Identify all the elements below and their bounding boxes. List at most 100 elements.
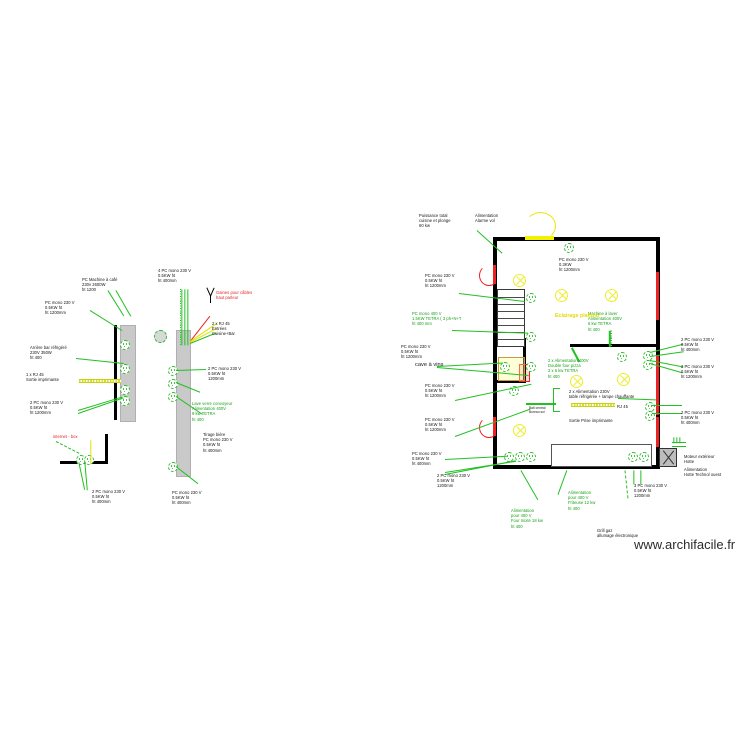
annotation-pc-mono-230-left-a: PC mono 230 V 0.5KW ht ht 1200mm [425,273,455,289]
annotation-bati-central: Bati central Bureau sol [529,406,546,415]
annotation-pc-mono-230-top-right: PC mono 230 V 0.3KW ht 1200mm [559,257,589,273]
interior-wall-cave [493,380,526,383]
bracket-symbol [553,388,560,412]
outlet-symbol [120,340,130,350]
outlet-symbol [628,452,638,462]
annotation-table-refrigeree: 2 x Alimentation 230V table réfrigérée +… [569,389,635,400]
annotation-pc-mono-230-left-b: PC mono 230 V 0.5KW ht ht 1200mm [401,344,431,360]
cable-feed [181,289,183,346]
outlet-symbol [526,452,536,462]
leader-line [652,413,682,414]
annotation-pc-mono-230-left-d: PC mono 230 V 0.5KW ht ht 1200mm [425,417,455,433]
annotation-gaines-haut-parleur: Gaines pour câbles haut parleur [216,290,253,301]
leader-line [89,310,123,331]
annotation-friteuse: Alimentation pour 400 V Friteuse 12 kw h… [568,490,596,511]
door-red-right-top [656,272,659,320]
door-red-right-bottom [656,417,659,447]
cable-coil-icon [154,330,167,343]
annotation-pc-mono-230-left-c: PC mono 230 V 0.5KW ht ht 1200mm [425,383,455,399]
annotation-eclairage-plafond: Eclairage plafond [555,313,600,319]
leader-line [84,462,88,491]
leader-line [476,230,503,254]
hood-feed-line [672,442,686,443]
hood-feed-line [672,446,686,447]
annotation-pc-mono-230-col-top: 4 PC mono 230 V 0.5KW ht ht 400mm [158,268,192,284]
outlet-symbol [639,452,649,462]
cable-feed [184,289,186,346]
hood-feed-line [673,437,675,444]
outlet-symbol [168,379,178,389]
leader-line [115,290,132,317]
cable-feed [180,289,182,345]
exterior-wall-left [493,237,497,469]
annotation-internet-box: internet - box [53,434,78,439]
exterior-wall-bottom [493,465,660,469]
bati-central-line [526,403,556,405]
outlet-symbol [526,293,536,303]
annotation-pc-mono-230-left-3: 2 PC mono 230 V 0.5KW ht ht 400mm [92,489,126,505]
rj45-cable-run [571,403,615,408]
annotation-pc-mono-230-bottom-right: 3 PC mono 230 V 0.5KW ht 1200mm [634,483,668,499]
outlet-symbol [617,352,627,362]
outlet-symbol [120,385,130,395]
outlet-symbol [526,362,536,372]
annotation-machine-a-laver: Machine à laver Alimentation 400V 6 kw T… [588,311,623,332]
gas-grill-line [624,470,629,499]
washer-feed-line [610,330,612,346]
annotation-grill-gaz: Grill gaz allumage électronique [597,528,639,539]
door-swing-arc [479,265,499,286]
leader-line [652,405,682,406]
annotation-rj45-entrees: 2 x RJ 45 Entrées Cuisine+Bar [212,321,235,337]
leader-line [557,470,568,495]
annotation-alimentation-alarme-vol: Alimentation Alarme vol [475,213,499,224]
hood-feed-line [676,437,678,444]
annotation-arriere-bar-refrigere: Arrière bar réfrigéré 230V 350W ht 400 [30,345,67,361]
hood-feed-line [679,437,681,444]
leader-line [90,440,92,465]
annotation-moteur-exterieur-hotte: Moteur extérieur Hotte [684,454,715,465]
annotation-four-mixte: Alimentation pour 400 V Four mixte 18 kw… [511,508,543,529]
annotation-pc-mono-230-bottom-left: 2 PC mono 230 V 0.5KW ht 1200mm [437,473,471,489]
annotation-pc-machine-cafe: PC Machine à café 230v 2600W ht 1200 [82,277,118,293]
outlet-symbol [515,452,525,462]
annotation-pc-mono-230-left-2: 2 PC mono 230 V 0.5KW ht ht 1200mm [30,400,64,416]
outlet-symbol [526,332,536,342]
annotation-pc-mono-230-right-c: 2 PC mono 230 V 0.5KW ht ht 400mm [681,410,715,426]
annotation-tirage-biere: Tirage bière PC mono 230 V 0.5KW ht ht 4… [203,432,233,453]
annotation-pc-mono-230-left-e: PC mono 230 V 0.5KW ht ht 400mm [412,451,442,467]
annotation-double-four-pizza: 2 x Alimentation 400V Double four pizza … [548,358,589,379]
exterior-wall-right [656,237,660,469]
annotation-cave-a-vins: cave à vins [415,362,444,368]
interior-wall-horizontal [570,344,660,347]
annotation-rj45-right: RJ 45 [617,404,628,409]
leader-line [107,290,125,316]
annotation-sortie-prise-imprimante: Sortie Prise imprimante [569,418,613,423]
outlet-symbol [500,362,510,372]
site-watermark: www.archifacile.fr [634,537,736,552]
outlet-symbol [168,366,178,376]
ceiling-light-icon [513,274,526,287]
kitchen-wall-slab [176,330,191,477]
leader-line [520,470,539,500]
washer-feed-line [609,330,611,347]
annotation-pc-mono-230-left-1: PC mono 230 V 0.5KW ht ht 1200mm [45,300,75,316]
annotation-pc-mono-230-right-a: 2 PC mono 230 V 0.5KW ht ht 400mm [681,337,715,353]
outlet-symbol [564,243,574,253]
rj45-cable-run [79,379,121,384]
corner-wall-vertical [105,434,108,464]
leader-line [444,455,507,460]
kitchen-counter [551,444,652,467]
annotation-lave-verre-convoyeur: Lave verre convoyeur Alimentation 400V 9… [192,401,233,422]
annotation-puissance-totale: Puissance total cuisine et plonge 60 kw [419,213,451,229]
hood-fan-icon [659,448,677,467]
ceiling-light-icon [617,373,630,386]
ceiling-light-icon [605,289,618,302]
ceiling-light-icon [555,289,568,302]
outlet-symbol [120,396,130,406]
annotation-pc-mono-230-right-b: 2 PC mono 230 V 0.5KW ht ht 1200mm [681,364,715,380]
outlet-symbol [645,411,655,421]
annotation-alimentation-hotte: Alimentation Hotte Technol ouest [684,467,722,478]
bar-counter-wall [114,325,117,420]
door-red-right-mid [656,355,659,415]
